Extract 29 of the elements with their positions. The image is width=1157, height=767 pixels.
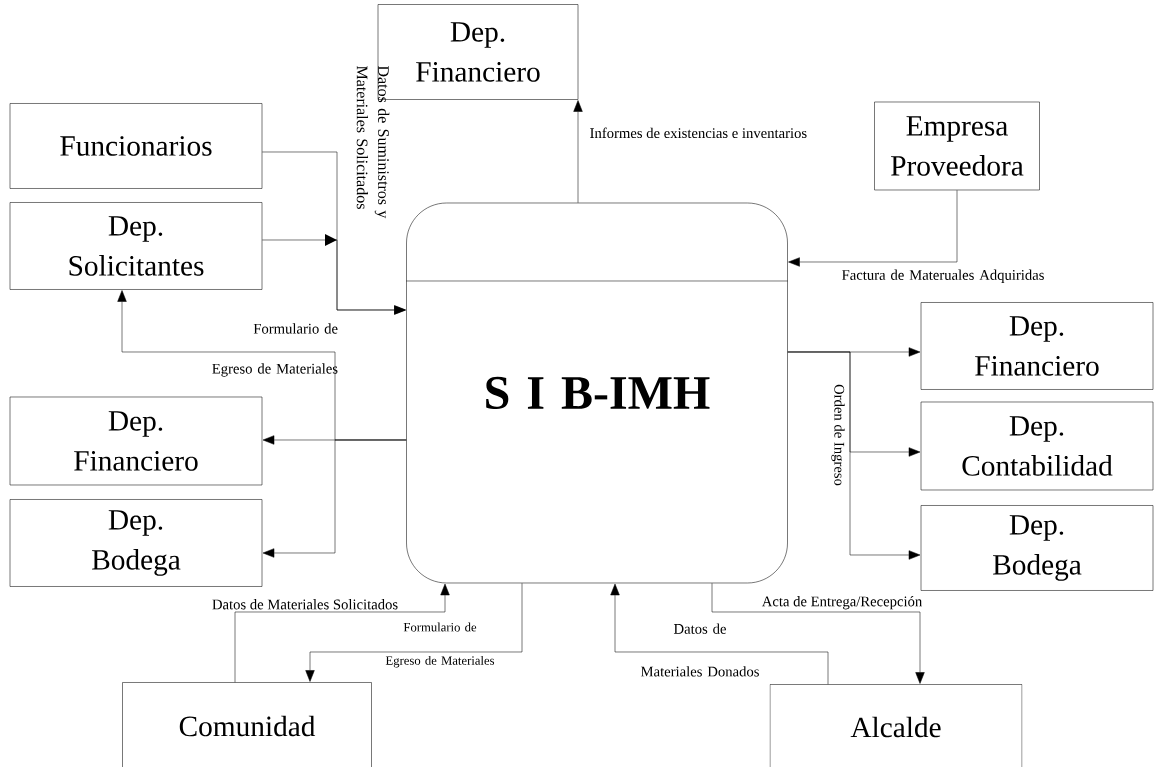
entity-box: Dep. Bodega [920, 505, 1154, 591]
edge-label: Datos de Suministros y Materiales Solicitados [356, 65, 390, 219]
entity-box: Dep. Financiero [920, 302, 1154, 390]
entity-box: Alcalde [769, 684, 1023, 767]
edge-label: Formulario de Egreso de Materiales [212, 323, 338, 377]
arrow [262, 234, 406, 315]
arrow [610, 583, 829, 685]
entity-box: Dep. Bodega [9, 499, 263, 587]
entity-box: Empresa Proveedora [874, 101, 1040, 191]
arrow [234, 583, 450, 683]
arrow [788, 190, 958, 267]
edge-label: Informes de existencias e inventarios [590, 127, 807, 139]
arrow [305, 583, 523, 682]
entity-box: Comunidad [122, 682, 372, 767]
edge-label: Formulario de Egreso de Materiales [385, 622, 495, 668]
entity-box: Dep. Financiero [9, 396, 263, 486]
entity-box: Funcionarios [9, 103, 263, 189]
edge-label: Datos de Materiales Donados [640, 623, 759, 677]
arrow [711, 583, 925, 684]
edge-label: Acta de Entrega/Recepción [761, 596, 923, 610]
arrow [787, 351, 921, 560]
process-box: S I B-IMH [405, 202, 789, 584]
arrow [573, 100, 583, 203]
arrow [262, 439, 407, 558]
edge-label: Factura de Materuales Adquiridas [842, 269, 1044, 283]
edge-label: Datos de Materiales Solicitados [212, 599, 398, 610]
edge-label: Orden de Ingreso [831, 384, 845, 486]
entity-box: Dep. Contabilidad [920, 401, 1154, 491]
entity-box: Dep. Solicitantes [9, 202, 263, 290]
